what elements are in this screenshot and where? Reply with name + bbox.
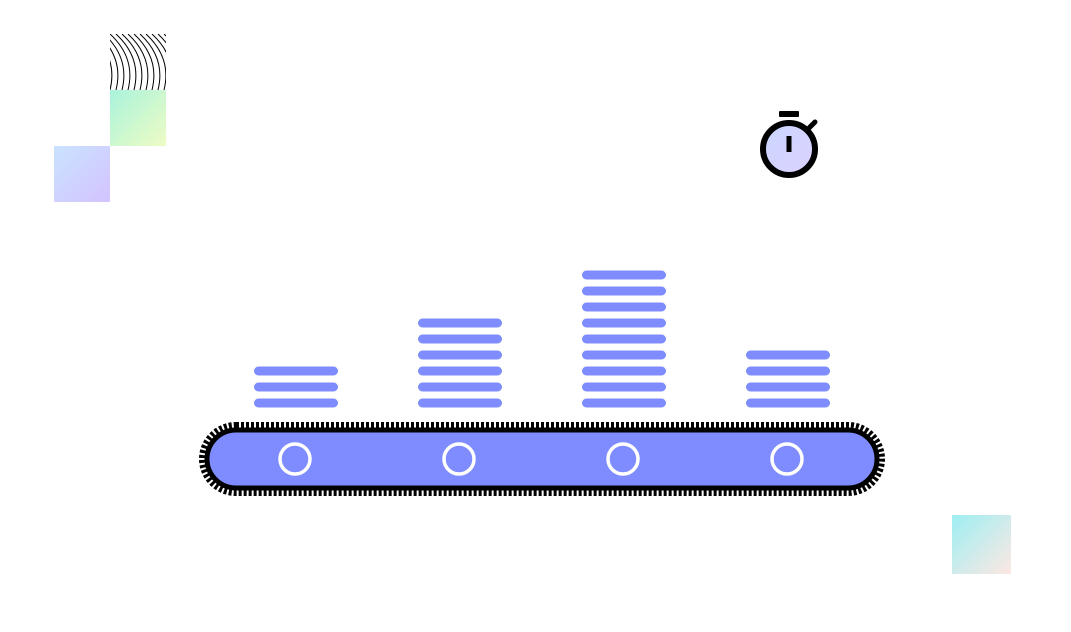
plate [582, 302, 666, 312]
decor-square-cyan [952, 515, 1011, 574]
wavy-line [110, 60, 113, 90]
decor-square-green [110, 90, 166, 146]
conveyor-rollers [278, 442, 804, 476]
plate [418, 398, 502, 408]
wavy-line [176, 34, 196, 90]
wavy-line [145, 34, 166, 90]
wavy-lines-pattern [74, 34, 208, 90]
plate [418, 350, 502, 360]
wavy-line [110, 47, 119, 90]
wavy-line [74, 34, 94, 90]
roller-circle [606, 442, 640, 476]
decor-square-purple [54, 146, 110, 202]
plate-stacks [254, 270, 830, 408]
plate-stack [582, 270, 666, 408]
plate [746, 350, 830, 360]
plate [582, 334, 666, 344]
roller-circle [278, 442, 312, 476]
plate [582, 366, 666, 376]
wavy-line [110, 34, 131, 90]
wavy-line [115, 34, 137, 90]
plate [582, 286, 666, 296]
wavy-line [151, 34, 166, 54]
plate [746, 366, 830, 376]
conveyor-belt [199, 422, 885, 496]
plate [254, 382, 338, 392]
plate [254, 366, 338, 376]
plate [582, 398, 666, 408]
wavy-line [170, 34, 190, 90]
plate [746, 398, 830, 408]
wavy-line [188, 34, 208, 90]
wavy-line [110, 39, 125, 90]
conveyor-teeth [199, 422, 885, 496]
plate [582, 270, 666, 280]
plate [418, 334, 502, 344]
plate [582, 318, 666, 328]
wavy-line [86, 34, 106, 90]
wavy-line [139, 34, 161, 90]
wavy-line [80, 34, 100, 90]
wavy-line [157, 34, 166, 44]
stopwatch-icon [760, 111, 818, 178]
wavy-line [133, 34, 155, 90]
plate [582, 350, 666, 360]
wavy-line [121, 34, 143, 90]
plate [582, 382, 666, 392]
plate [746, 382, 830, 392]
wavy-line [127, 34, 149, 90]
roller-circle [442, 442, 476, 476]
plate-stack [418, 318, 502, 408]
wavy-line [182, 34, 202, 90]
plate [254, 398, 338, 408]
conveyor-body [204, 427, 880, 491]
plate [418, 366, 502, 376]
roller-circle [770, 442, 804, 476]
plate [418, 318, 502, 328]
plate [418, 382, 502, 392]
plate-stack [254, 366, 338, 408]
plate-stack [746, 350, 830, 408]
wavy-line [163, 34, 166, 37]
